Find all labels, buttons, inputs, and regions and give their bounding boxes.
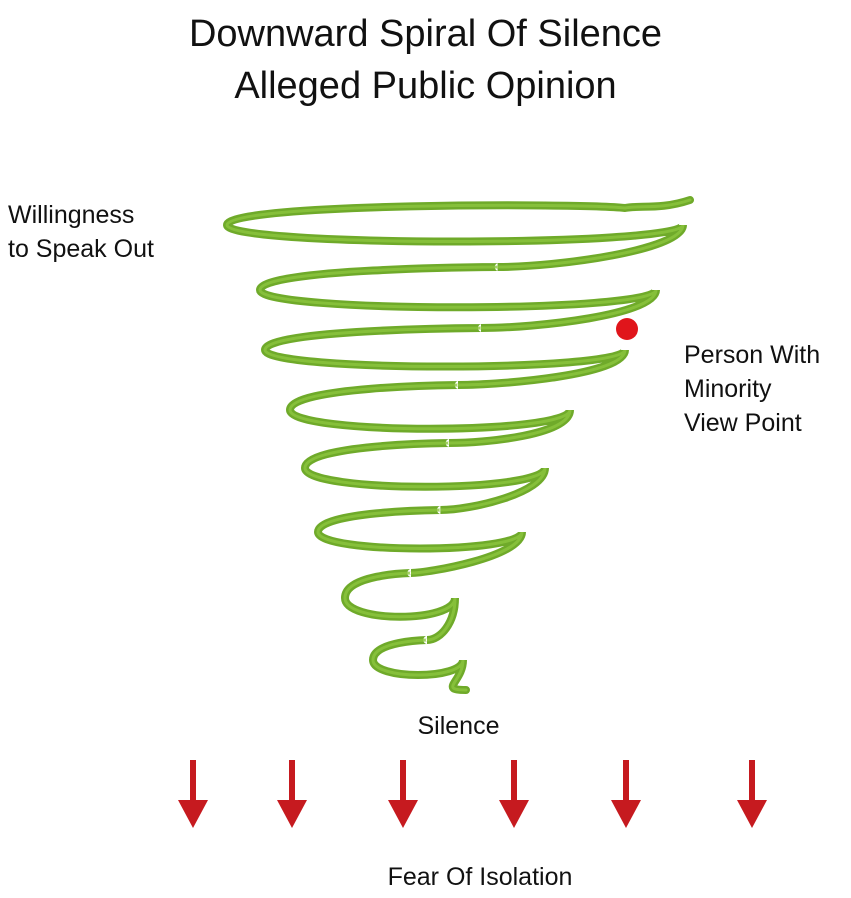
title-line-2: Alleged Public Opinion — [234, 65, 617, 107]
arrow-head — [178, 800, 208, 828]
silence-label: Silence — [417, 712, 500, 740]
arrow-shaft — [289, 760, 295, 808]
down-arrow-icon — [737, 760, 767, 828]
arrow-head — [499, 800, 529, 828]
arrow-head — [277, 800, 307, 828]
minority-person-label: Person With Minority View Point — [684, 338, 820, 440]
arrow-shaft — [190, 760, 196, 808]
minority-label-line-2: Minority — [684, 375, 772, 403]
down-arrow-icon — [611, 760, 641, 828]
title-line-1: Downward Spiral Of Silence — [188, 13, 663, 55]
minority-label-line-3: View Point — [684, 409, 802, 437]
down-arrow-icon — [388, 760, 418, 828]
minority-person-marker — [616, 318, 638, 340]
willingness-label-line-1: Willingness — [8, 201, 135, 229]
arrow-shaft — [400, 760, 406, 808]
diagram-title: Downward Spiral Of Silence Alleged Publi… — [0, 8, 851, 112]
arrow-head — [388, 800, 418, 828]
minority-label-line-1: Person With — [684, 341, 821, 369]
down-arrow-icon — [277, 760, 307, 828]
spiral — [222, 196, 694, 694]
arrow-head — [737, 800, 767, 828]
spiral-coil — [222, 196, 694, 694]
spiral-coil-highlight — [225, 198, 692, 692]
willingness-label: Willingness to Speak Out — [8, 198, 154, 266]
arrow-shaft — [511, 760, 517, 808]
down-arrow-icon — [499, 760, 529, 828]
arrow-shaft — [623, 760, 629, 808]
arrow-head — [611, 800, 641, 828]
down-arrow-icon — [178, 760, 208, 828]
arrow-shaft — [749, 760, 755, 808]
fear-of-isolation-label: Fear Of Isolation — [387, 863, 573, 891]
willingness-label-line-2: to Speak Out — [8, 235, 154, 263]
arrow-row — [178, 760, 767, 828]
